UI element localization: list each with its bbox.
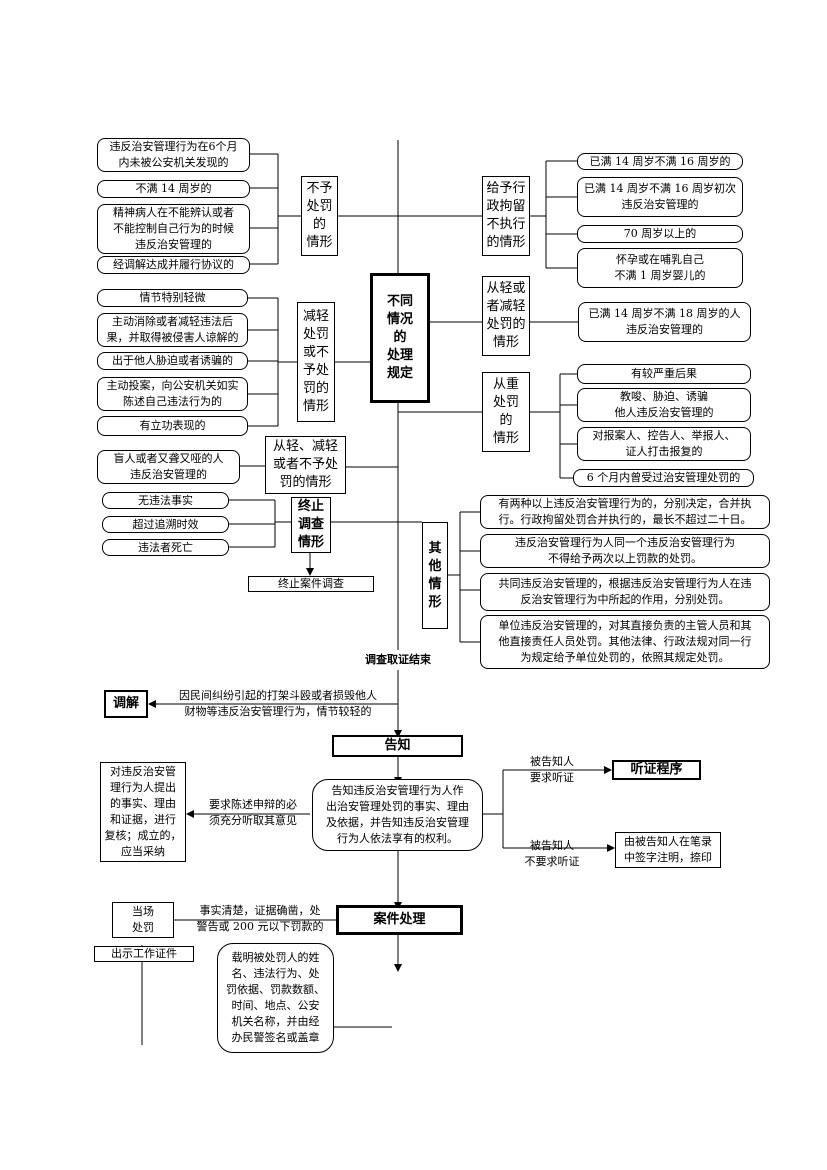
reduce-item-1: 情节特别轻微 [97, 289, 248, 307]
lighter-label: 从轻、减轻 或者不予处 罚的情形 [265, 436, 346, 494]
decision-content: 载明被处罚人的姓 名、违法行为、处 罚依据、罚款数额、 时间、地点、公安 机关名… [217, 943, 334, 1053]
arrow-down-icon [306, 568, 314, 576]
reduce-item-2: 主动消除或者减轻违法后 果，并取得被侵害人谅解的 [97, 313, 248, 347]
lighter-item-1: 盲人或者又聋又哑的人 违反治安管理的 [97, 450, 240, 484]
show-id-box: 出示工作证件 [94, 946, 194, 962]
reduce-label: 减轻 处罚 或不 予处 罚的 情形 [297, 302, 335, 422]
others-label: 其 他 情 形 [422, 522, 448, 629]
case-handling-box: 案件处理 [336, 905, 463, 935]
notice-box: 告知 [332, 735, 463, 757]
no-punish-item-1: 违反治安管理行为在6个月 内未被公安机关发现的 [97, 138, 250, 172]
heavier-item-2: 教唆、胁迫、诱骗 他人违反治安管理的 [577, 388, 751, 422]
reduce-item-3: 出于他人胁迫或者诱骗的 [97, 352, 248, 370]
others-item-1: 有两种以上违反治安管理行为的，分别决定，合并执 行。行政拘留处罚合并执行的，最长… [480, 495, 770, 529]
others-item-4: 单位违反治安管理的，对其直接负责的主管人员和其 他直接责任人员处罚。其他法律、行… [480, 615, 770, 669]
detention-item-1: 已满 14 周岁不满 16 周岁的 [577, 153, 743, 170]
heavier-item-1: 有较严重后果 [577, 364, 751, 384]
review-condition: 要求陈述申辩的必 须充分听取其意见 [209, 798, 297, 827]
hearing-box: 听证程序 [612, 760, 701, 780]
no-punish-label: 不予 处罚 的 情形 [301, 176, 338, 256]
detention-label: 给予行 政拘留 不执行 的情形 [482, 176, 530, 256]
others-item-2: 违反治安管理行为人同一个违反治安管理行为 不得给予两次以上罚款的处罚。 [480, 534, 770, 568]
reduce-item-4: 主动投案，向公安机关如实 陈述自己违法行为的 [97, 377, 248, 411]
terminate-label: 终止 调查 情形 [291, 497, 331, 553]
investigation-end-label: 调查取证结束 [365, 653, 431, 666]
others-item-3: 共同违反治安管理的，根据违反治安管理行为人在违 反治安管理行为中所起的作用，分别… [480, 573, 770, 611]
terminate-item-3: 违法者死亡 [102, 539, 229, 556]
detention-item-4: 怀孕或在哺乳自己 不满 1 周岁婴儿的 [577, 248, 743, 288]
arrow-right-icon [607, 844, 615, 852]
on-spot-condition: 事实清楚，证据确凿，处 警告或 200 元以下罚款的 [196, 904, 324, 933]
heavier-item-4: 6 个月内曾受过治安管理处罚的 [573, 469, 754, 487]
arrow-down-icon [394, 964, 402, 972]
arrow-left-icon [148, 700, 156, 708]
hearing-condition: 被告知人 要求听证 [530, 755, 574, 784]
center-box: 不同 情况 的 处理 规定 [370, 273, 430, 403]
terminate-item-2: 超过追溯时效 [102, 516, 229, 533]
heavier-item-3: 对报案人、控告人、举报人、 证人打击报复的 [577, 427, 751, 461]
no-punish-item-4: 经调解达成并履行协议的 [97, 256, 250, 274]
mediation-condition: 因民间纠纷引起的打架斗殴或者损毁他人 财物等违反治安管理行为，情节较轻的 [179, 689, 377, 718]
detention-item-3: 70 周岁以上的 [577, 225, 743, 243]
notice-content: 告知违反治安管理行为人作 出治安管理处罚的事实、理由 及依据，并告知违反治安管理… [312, 779, 483, 851]
no-hearing-result: 由被告知人在笔录 中签字注明，捺印 [615, 832, 721, 868]
detention-item-2: 已满 14 周岁不满 16 周岁初次 违反治安管理的 [577, 177, 743, 217]
arrow-down-icon [394, 730, 402, 738]
terminate-result: 终止案件调查 [248, 576, 374, 592]
terminate-item-1: 无违法事实 [102, 492, 229, 509]
lighter-right-item-1: 已满 14 周岁不满 18 周岁的人 违反治安管理的 [578, 302, 751, 342]
on-spot-box: 当场 处罚 [112, 902, 174, 938]
arrow-right-icon [604, 766, 612, 774]
review-box: 对违反治安管 理行为人提出 的事实、理由 和证据，进行 复核；成立的， 应当采纳 [100, 762, 186, 862]
no-punish-item-2: 不满 14 周岁的 [97, 180, 250, 198]
no-punish-item-3: 精神病人在不能辨认或者 不能控制自己行为的时候 违反治安管理的 [97, 204, 250, 254]
arrow-left-icon [186, 810, 194, 818]
reduce-item-5: 有立功表现的 [97, 416, 248, 436]
heavier-label: 从重 处罚 的 情形 [482, 372, 530, 452]
mediation-box: 调解 [104, 690, 148, 718]
lighter-right-label: 从轻或 者减轻 处罚的 情形 [482, 276, 530, 356]
no-hearing-condition: 被告知人 不要求听证 [524, 839, 580, 868]
